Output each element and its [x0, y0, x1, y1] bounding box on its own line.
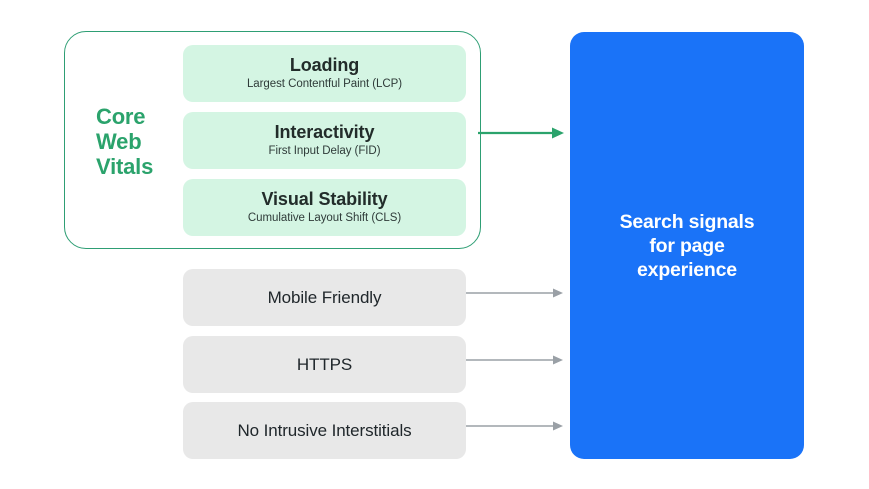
metric-card-visual-stability: Visual Stability Cumulative Layout Shift…: [183, 179, 466, 236]
signal-box-https: HTTPS: [183, 336, 466, 393]
metric-title: Interactivity: [274, 122, 375, 142]
search-signals-panel: Search signals for page experience: [570, 32, 804, 459]
metric-subtitle: Largest Contentful Paint (LCP): [246, 78, 403, 90]
metric-subtitle: First Input Delay (FID): [268, 145, 381, 157]
core-web-vitals-group-label: Core Web Vitals: [96, 104, 176, 179]
metric-title: Visual Stability: [261, 189, 388, 209]
arrow-right-green-icon: [478, 127, 564, 139]
metric-card-interactivity: Interactivity First Input Delay (FID): [183, 112, 466, 169]
core-web-vitals-label-line-2: Web: [96, 129, 142, 154]
arrow-right-gray-icon: [466, 421, 563, 431]
signal-box-no-intrusive-interstitials: No Intrusive Interstitials: [183, 402, 466, 459]
metric-title: Loading: [289, 55, 360, 75]
core-web-vitals-label-line-3: Vitals: [96, 154, 154, 179]
core-web-vitals-label-line-1: Core: [96, 104, 146, 129]
metric-card-loading: Loading Largest Contentful Paint (LCP): [183, 45, 466, 102]
signal-label: HTTPS: [296, 354, 353, 374]
arrow-right-gray-icon: [466, 288, 563, 298]
signal-box-mobile-friendly: Mobile Friendly: [183, 269, 466, 326]
arrow-right-gray-icon: [466, 355, 563, 365]
signal-label: Mobile Friendly: [267, 287, 382, 307]
signal-label: No Intrusive Interstitials: [237, 420, 412, 440]
metric-subtitle: Cumulative Layout Shift (CLS): [247, 212, 402, 224]
search-signals-panel-text: Search signals for page experience: [619, 210, 755, 281]
